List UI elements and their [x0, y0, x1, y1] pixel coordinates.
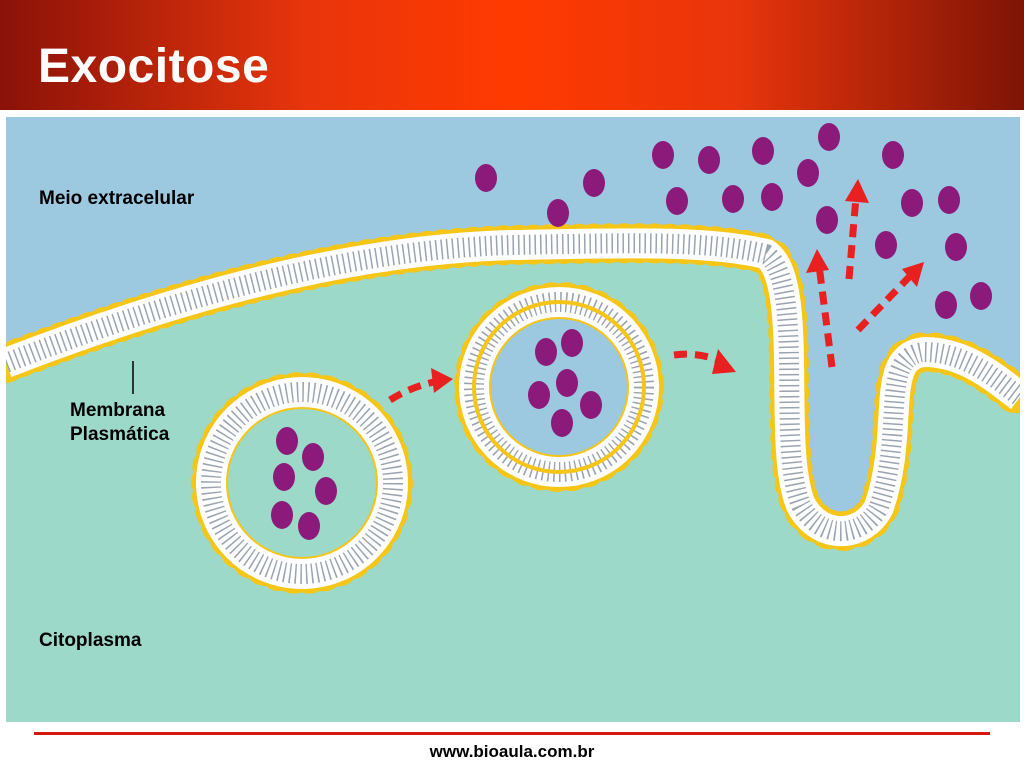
lipid-tail-lines [6, 233, 1020, 542]
footer-divider [34, 732, 990, 735]
arrow-heads [431, 179, 924, 393]
cytoplasm-label: Citoplasma [39, 630, 142, 651]
arrow-release-right [855, 272, 914, 333]
plasma-membrane [6, 223, 1020, 552]
arrow-fusion [673, 350, 720, 364]
arrow-release-left [815, 264, 836, 368]
arrow-release-up [845, 196, 860, 280]
fusing-vesicle [454, 282, 664, 492]
slide-title: Exocitose [38, 40, 270, 93]
diagram-canvas [6, 117, 1020, 722]
exocytosis-diagram: Meio extracelular Membrana Plasmática Ci… [6, 117, 1020, 722]
vesicle-molecules-left [271, 427, 337, 540]
membrane-label-line1: Membrana [70, 400, 166, 421]
cytoplasm-region [6, 254, 1020, 722]
vesicle-molecules-middle [528, 329, 602, 437]
extracellular-label: Meio extracelular [39, 188, 195, 209]
slide-header: Exocitose [0, 0, 1024, 110]
membrane-label-line2: Plasmática [70, 424, 170, 445]
arrow-vesicle-to-membrane [388, 378, 435, 403]
motion-arrows [388, 196, 914, 403]
released-molecules [475, 123, 992, 319]
footer-website: www.bioaula.com.br [429, 742, 595, 761]
secretory-vesicle [191, 372, 413, 594]
